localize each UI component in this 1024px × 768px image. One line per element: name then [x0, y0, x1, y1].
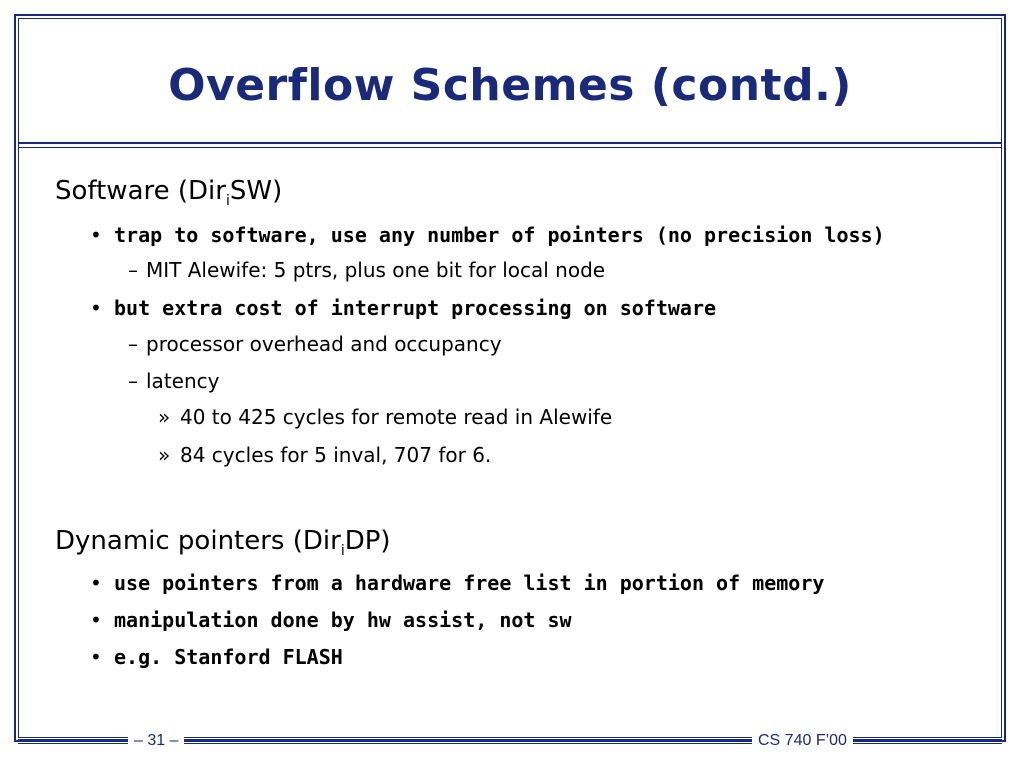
sub-sub-bullet-item: » 40 to 425 cycles for remote read in Ale…: [158, 405, 612, 429]
title-divider: [18, 142, 1002, 144]
bullet-item: • manipulation done by hw assist, not sw: [90, 608, 572, 632]
bullet-dash-icon: –: [128, 369, 138, 393]
bullet-dot-icon: •: [90, 645, 102, 669]
bullet-text: MIT Alewife: 5 ptrs, plus one bit for lo…: [146, 258, 606, 282]
bullet-text: but extra cost of interrupt processing o…: [114, 296, 717, 320]
sub-bullet-item: –latency: [128, 369, 219, 393]
bullet-text: manipulation done by hw assist, not sw: [114, 608, 572, 632]
bullet-item: • but extra cost of interrupt processing …: [90, 296, 716, 320]
footer-course-label: CS 740 F’00: [752, 732, 853, 750]
bullet-dash-icon: –: [128, 258, 138, 282]
bullet-dot-icon: •: [90, 296, 102, 320]
section-heading-dynamic-pointers: Dynamic pointers (DiriDP): [55, 526, 391, 559]
bullet-text: latency: [146, 369, 220, 393]
sub-sub-bullet-item: » 84 cycles for 5 inval, 707 for 6.: [158, 443, 491, 467]
bullet-dot-icon: •: [90, 571, 102, 595]
bullet-item: • use pointers from a hardware free list …: [90, 571, 824, 595]
bullet-item: • trap to software, use any number of poi…: [90, 223, 885, 247]
heading-subscript: i: [340, 543, 345, 560]
heading-text-end: SW): [229, 176, 283, 206]
bullet-item: • e.g. Stanford FLASH: [90, 645, 343, 669]
bullet-chevron-icon: »: [158, 405, 171, 429]
footer-divider-thin: [18, 743, 1002, 744]
slide-frame-inner: [18, 18, 1002, 738]
bullet-dot-icon: •: [90, 223, 102, 247]
bullet-text: e.g. Stanford FLASH: [114, 645, 343, 669]
bullet-text: 84 cycles for 5 inval, 707 for 6.: [180, 443, 492, 467]
heading-text-end: DP): [344, 526, 391, 556]
bullet-text: use pointers from a hardware free list i…: [114, 571, 825, 595]
bullet-dash-icon: –: [128, 332, 138, 356]
title-divider-thin: [18, 147, 1002, 148]
bullet-text: trap to software, use any number of poin…: [114, 223, 885, 247]
bullet-chevron-icon: »: [158, 443, 171, 467]
bullet-text: 40 to 425 cycles for remote read in Alew…: [180, 405, 613, 429]
heading-text: Software (Dir: [55, 176, 226, 206]
heading-text: Dynamic pointers (Dir: [55, 526, 341, 556]
slide-title: Overflow Schemes (contd.): [168, 60, 852, 111]
bullet-dot-icon: •: [90, 608, 102, 632]
sub-bullet-item: –MIT Alewife: 5 ptrs, plus one bit for l…: [128, 258, 605, 282]
footer-divider: [18, 739, 1002, 740]
heading-subscript: i: [225, 193, 230, 210]
slide-frame-outer: [14, 14, 1006, 742]
section-heading-software: Software (DiriSW): [55, 176, 282, 209]
footer-page-number: – 31 –: [128, 732, 185, 750]
sub-bullet-item: –processor overhead and occupancy: [128, 332, 502, 356]
bullet-text: processor overhead and occupancy: [146, 332, 502, 356]
